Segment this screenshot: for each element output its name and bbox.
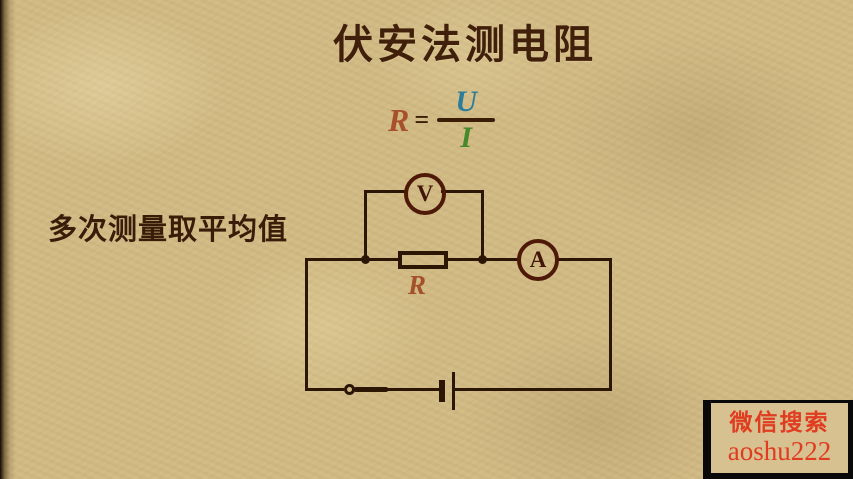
- watermark-line2: aoshu222: [727, 436, 832, 466]
- junction-dot-right: [478, 255, 487, 264]
- switch-terminal: [344, 384, 355, 395]
- voltmeter-symbol: V: [404, 173, 446, 215]
- page-edge-shadow: [0, 0, 16, 479]
- wire-left-vertical: [305, 258, 308, 391]
- wire-bottom-left: [305, 388, 344, 391]
- wire-main-left: [305, 258, 401, 261]
- formula-fraction: U I: [437, 85, 496, 154]
- fraction-bar: [437, 118, 496, 122]
- ammeter-symbol: A: [517, 239, 559, 281]
- watermark-line1: 微信搜索: [729, 410, 830, 435]
- formula-equals: =: [414, 105, 430, 134]
- formula-denominator: I: [460, 121, 473, 154]
- wire-right-vertical: [609, 258, 612, 391]
- measurement-note: 多次测量取平均值: [48, 214, 289, 246]
- wire-branch-right-vertical: [481, 190, 484, 261]
- battery-long-plate: [452, 372, 455, 410]
- wire-main-right: [557, 258, 612, 261]
- wire-voltmeter-branch-left: [364, 190, 407, 193]
- battery-short-plate: [439, 380, 445, 402]
- resistor-symbol: [398, 251, 448, 269]
- wire-branch-left-vertical: [364, 190, 367, 261]
- wire-bottom-right: [455, 388, 612, 391]
- voltmeter-label: V: [416, 181, 434, 206]
- wire-bottom-middle: [386, 388, 440, 391]
- watermark-box: 微信搜索 aoshu222: [703, 400, 853, 479]
- resistor-label: R: [408, 270, 427, 300]
- wire-voltmeter-branch-right: [441, 190, 484, 193]
- resistance-formula: R = U I: [388, 84, 496, 156]
- junction-dot-left: [361, 255, 370, 264]
- page-title: 伏安法测电阻: [333, 22, 597, 67]
- ammeter-label: A: [529, 247, 547, 272]
- formula-lhs: R: [388, 101, 410, 138]
- switch-lever: [354, 387, 388, 392]
- formula-numerator: U: [455, 85, 477, 118]
